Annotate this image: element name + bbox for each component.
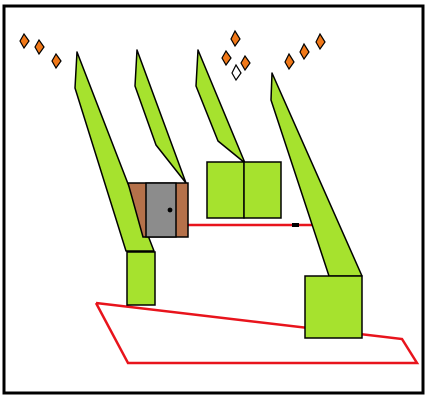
gem-icon[interactable] (315, 32, 326, 51)
gems-middle (221, 29, 251, 82)
gem-icon[interactable] (299, 42, 310, 61)
blocks (126, 161, 363, 339)
block-mid-a[interactable] (206, 161, 245, 219)
gem-icon[interactable] (34, 38, 45, 56)
block-right[interactable] (304, 275, 363, 339)
gem-icon[interactable] (221, 49, 232, 67)
wire-switch[interactable] (292, 223, 299, 227)
block-mid-b[interactable] (243, 161, 282, 219)
gem-icon[interactable] (51, 52, 62, 70)
block-left[interactable] (126, 251, 156, 306)
gem-icon[interactable] (19, 32, 30, 50)
beam-3[interactable] (195, 49, 246, 164)
beam-2[interactable] (134, 49, 187, 184)
gems-left (19, 32, 62, 70)
gems-right (284, 32, 326, 71)
gem-icon[interactable] (230, 29, 241, 48)
door-knob-icon (167, 207, 173, 213)
door[interactable] (127, 182, 189, 238)
gem-icon[interactable] (284, 52, 295, 71)
gem-icon[interactable] (240, 54, 251, 72)
gem-icon[interactable] (231, 63, 242, 82)
